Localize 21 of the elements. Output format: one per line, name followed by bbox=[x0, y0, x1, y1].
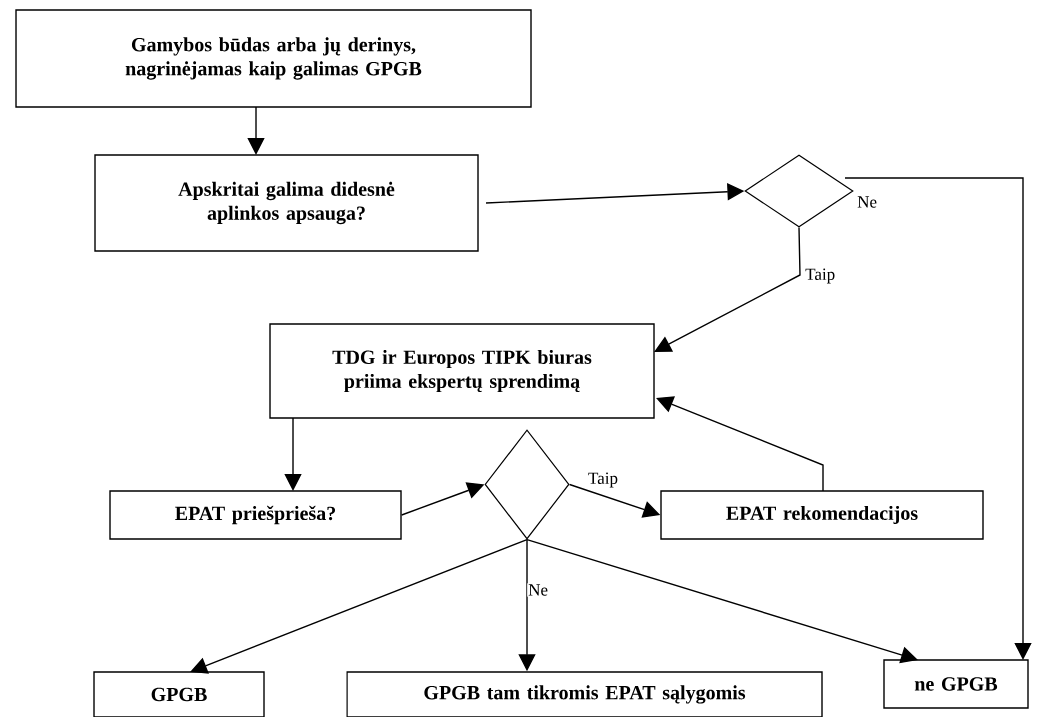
process-box: Gamybos būdas arba jų derinys, nagrinėjamas kaip galimas GPGB bbox=[15, 9, 532, 108]
process-box: EPAT rekomendacijos bbox=[660, 490, 984, 540]
process-box: GPGB tam tikromis EPAT sąlygomis bbox=[346, 671, 823, 717]
edge-label: Taip bbox=[804, 267, 837, 285]
arrow bbox=[844, 177, 1032, 660]
decision-diamond bbox=[744, 154, 854, 228]
process-box: GPGB bbox=[93, 671, 265, 717]
arrow bbox=[284, 417, 302, 491]
arrow bbox=[190, 538, 528, 674]
process-box: TDG ir Europos TIPK biuras priima ekspertų sprendimą bbox=[269, 323, 655, 419]
arrow bbox=[526, 538, 918, 664]
edge-label: Taip bbox=[587, 471, 619, 489]
arrow bbox=[654, 226, 801, 352]
process-box: ne GPGB bbox=[883, 659, 1029, 709]
arrow bbox=[247, 106, 265, 155]
decision-diamond bbox=[484, 429, 570, 540]
process-box: EPAT priešprieša? bbox=[109, 490, 402, 540]
edge-label: Ne bbox=[527, 583, 549, 597]
process-box: Apskritai galima didesnė aplinkos apsauga? bbox=[94, 154, 479, 252]
edge-label: Ne bbox=[856, 195, 878, 209]
arrow bbox=[656, 396, 824, 492]
